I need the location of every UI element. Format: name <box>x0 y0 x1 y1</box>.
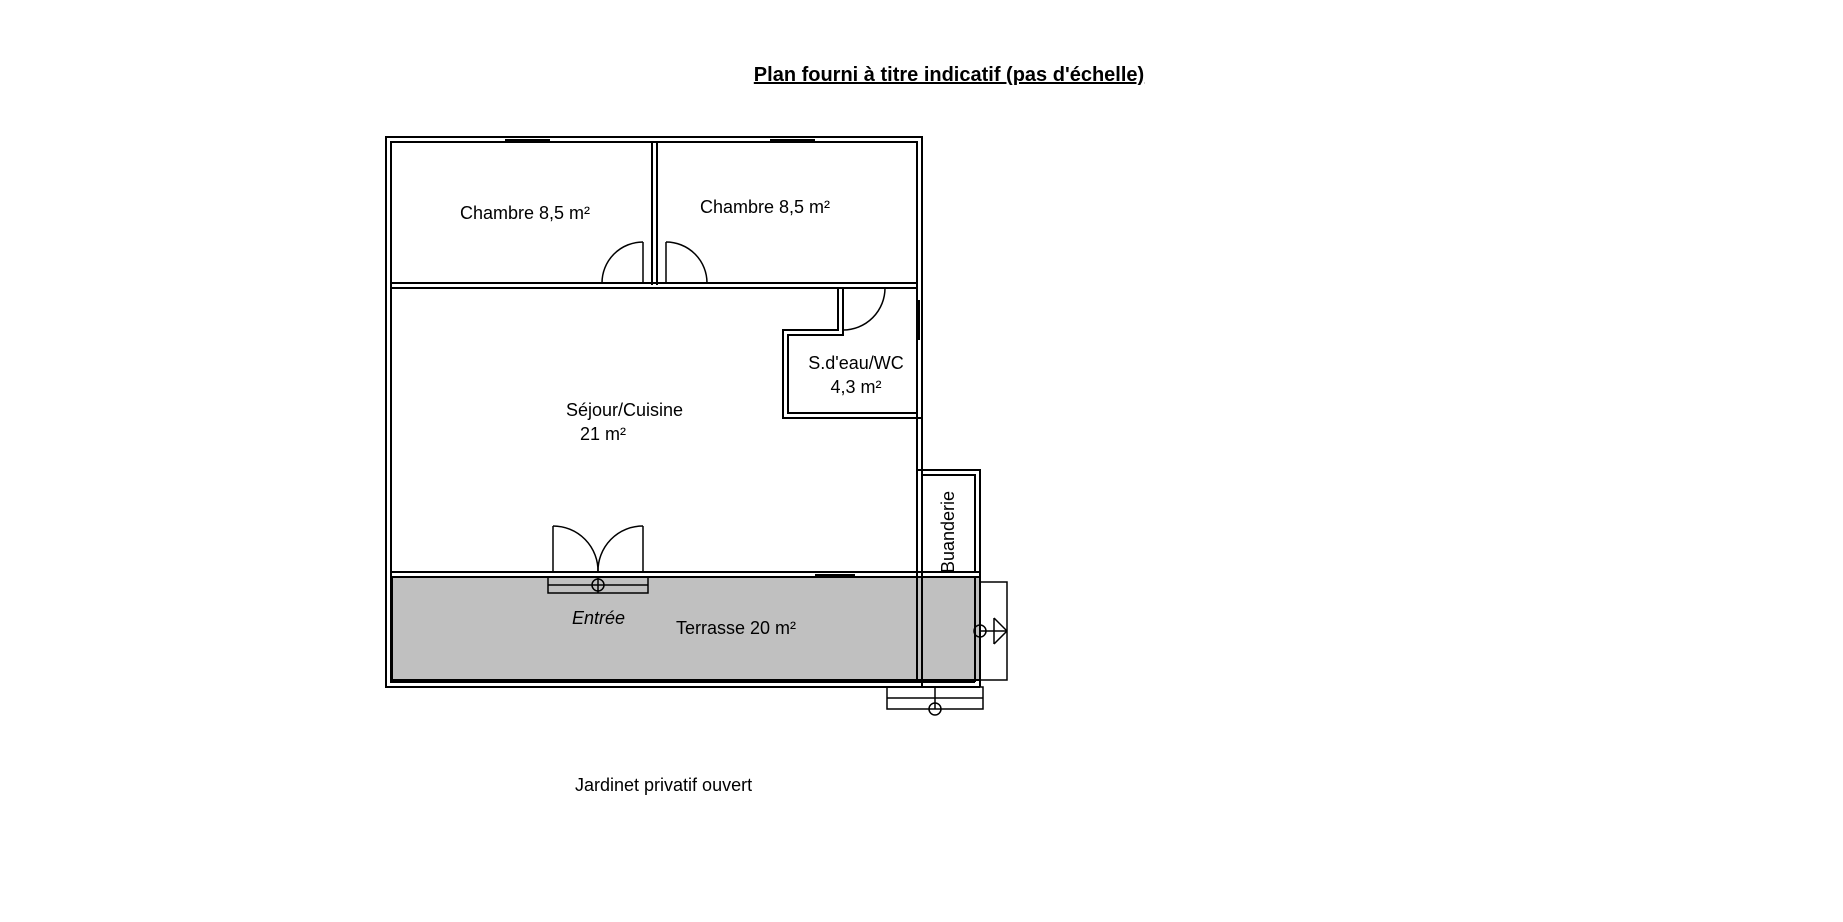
label-sdeau-area: 4,3 m² <box>830 377 882 397</box>
door-terrasse-right <box>973 581 1008 681</box>
label-sejour-area: 21 m² <box>580 424 627 444</box>
label-chambre-1: Chambre 8,5 m² <box>460 203 591 223</box>
door-bedroom-1 <box>601 241 644 284</box>
plan-title: Plan fourni à titre indicatif (pas d'éch… <box>753 64 1145 86</box>
wall-bedrooms-sejour <box>391 282 917 289</box>
label-entree: Entrée <box>572 608 626 628</box>
window-bedroom-1 <box>505 136 550 141</box>
buanderie-walls <box>917 469 981 577</box>
label-sejour-name: Séjour/Cuisine <box>566 400 684 420</box>
window-bedroom-2 <box>770 136 815 141</box>
label-buanderie: Buanderie <box>938 490 958 573</box>
wall-between-bedrooms <box>651 142 658 285</box>
door-entree <box>547 525 649 594</box>
label-sdeau-name: S.d'eau/WC <box>808 353 904 373</box>
label-terrasse: Terrasse 20 m² <box>676 618 797 638</box>
door-terrasse-bottom <box>886 686 984 716</box>
door-sdeau <box>842 287 886 331</box>
door-bedroom-2 <box>665 241 708 284</box>
label-jardinet: Jardinet privatif ouvert <box>575 775 753 795</box>
label-chambre-2: Chambre 8,5 m² <box>700 197 831 217</box>
wall-sejour-terrasse <box>391 571 980 578</box>
